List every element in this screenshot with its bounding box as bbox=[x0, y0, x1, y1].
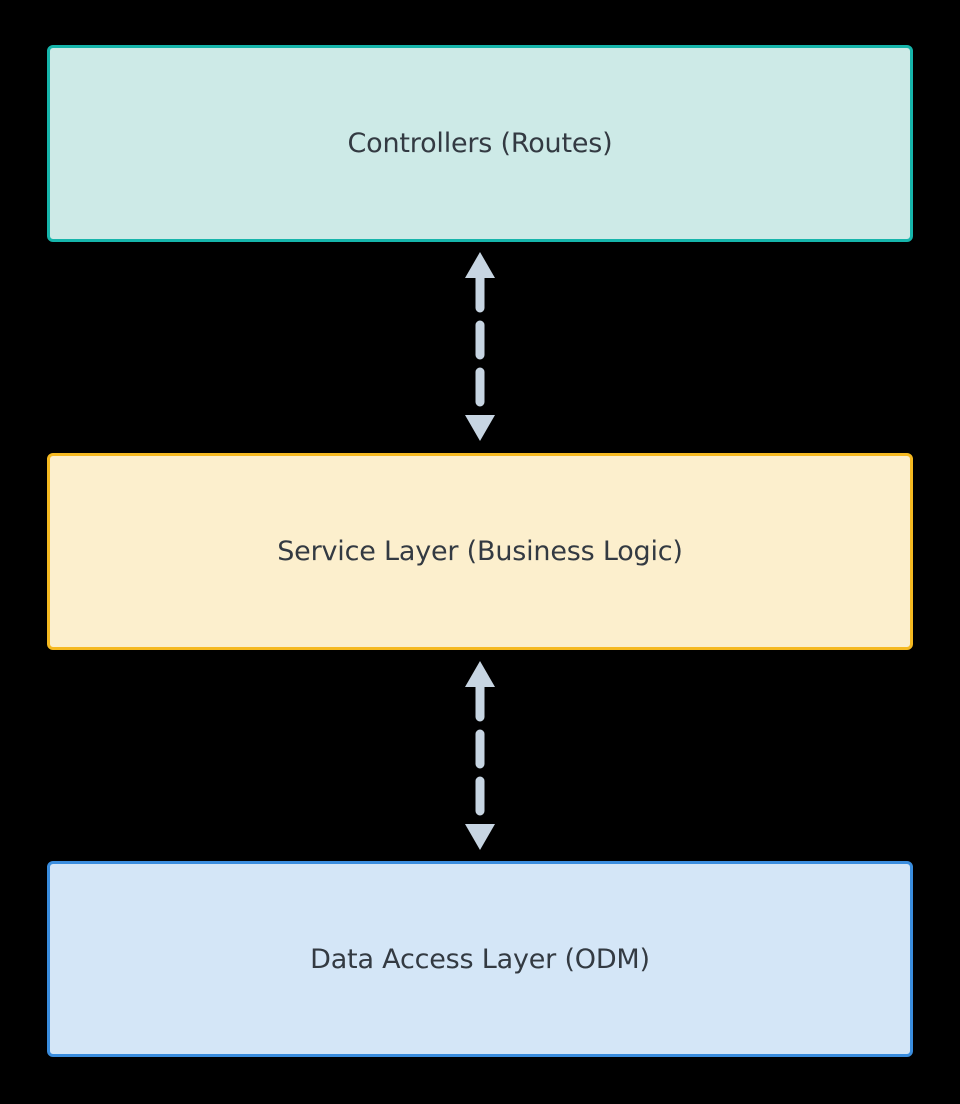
arrowhead-up-icon bbox=[465, 661, 495, 687]
node-data-access-layer-label: Data Access Layer (ODM) bbox=[310, 943, 650, 975]
arrowhead-up-icon bbox=[465, 252, 495, 278]
node-service-layer[interactable]: Service Layer (Business Logic) bbox=[47, 453, 913, 650]
node-service-layer-label: Service Layer (Business Logic) bbox=[277, 536, 683, 567]
node-controllers-label: Controllers (Routes) bbox=[347, 128, 613, 159]
arrowhead-down-icon bbox=[465, 415, 495, 441]
arrowhead-down-icon bbox=[465, 824, 495, 850]
node-data-access-layer[interactable]: Data Access Layer (ODM) bbox=[47, 861, 913, 1057]
node-controllers[interactable]: Controllers (Routes) bbox=[47, 45, 913, 242]
